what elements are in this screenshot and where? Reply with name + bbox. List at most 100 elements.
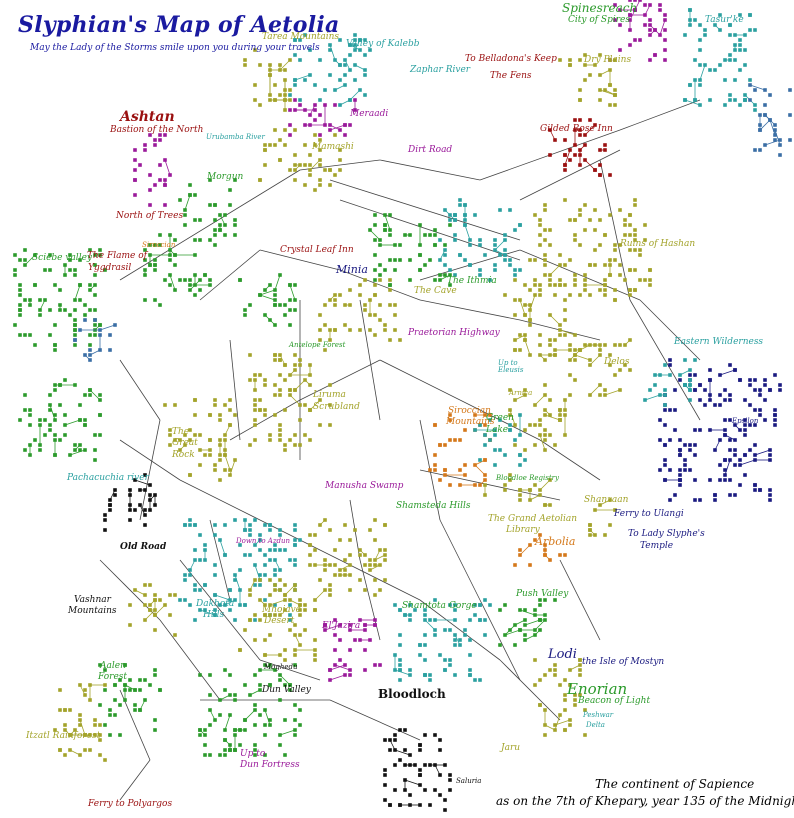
room-node [738,43,742,47]
room-node [448,788,452,792]
room-node [103,668,107,672]
room-node [733,48,737,52]
room-node [13,273,17,277]
label-ferry-to-polyargos: Ferry to Polyargos [88,799,173,809]
room-node [598,148,602,152]
room-node [293,563,297,567]
room-node [363,668,367,672]
label-grand-aetolian-2: Library [506,525,540,535]
room-node [133,158,137,162]
room-node [703,388,707,392]
room-node [293,78,297,82]
room-node [323,568,327,572]
room-node [448,773,452,777]
room-node [703,33,707,37]
room-node [208,453,212,457]
room-node [588,218,592,222]
room-node [693,428,697,432]
room-node [493,433,497,437]
room-node [748,378,752,382]
room-node [483,483,487,487]
room-node [288,598,292,602]
room-node [533,293,537,297]
room-node [183,433,187,437]
room-node [283,593,287,597]
room-node [458,468,462,472]
room-node [293,178,297,182]
room-node [93,448,97,452]
room-node [513,313,517,317]
room-node [398,803,402,807]
room-node [253,408,257,412]
room-node [378,243,382,247]
room-node [298,58,302,62]
room-node [583,288,587,292]
room-node [103,268,107,272]
room-node [293,368,297,372]
room-node [218,443,222,447]
room-node [728,478,732,482]
room-node [333,328,337,332]
room-node [348,538,352,542]
room-node [768,388,772,392]
room-node [663,403,667,407]
room-node [558,683,562,687]
room-node [398,608,402,612]
room-node [598,288,602,292]
room-node [278,423,282,427]
room-node [583,53,587,57]
room-node [513,563,517,567]
room-node [48,308,52,312]
room-node [443,473,447,477]
room-node [188,278,192,282]
room-node [178,278,182,282]
room-node [493,428,497,432]
room-node [293,163,297,167]
room-node [588,73,592,77]
room-node [373,518,377,522]
room-node [528,323,532,327]
room-node [193,413,197,417]
room-node [753,483,757,487]
room-node [683,468,687,472]
room-node [598,163,602,167]
room-node [333,648,337,652]
room-node [423,788,427,792]
room-node [173,288,177,292]
room-node [698,383,702,387]
room-node [383,768,387,772]
room-node [363,38,367,42]
room-node [348,588,352,592]
room-node [243,718,247,722]
room-node [648,268,652,272]
label-mhojave-desert-2: Desert [264,616,295,626]
room-node [568,718,572,722]
room-node [283,718,287,722]
room-node [473,603,477,607]
room-node [318,158,322,162]
room-node [188,518,192,522]
room-node [568,63,572,67]
room-node [598,243,602,247]
label-to-lady-slyphe-2: Temple [640,541,674,551]
room-node [373,563,377,567]
room-node [643,398,647,402]
room-node [138,708,142,712]
room-node [408,793,412,797]
room-node [558,408,562,412]
room-node [323,558,327,562]
room-node [588,118,592,122]
room-node [198,728,202,732]
room-node [778,138,782,142]
room-node [13,268,17,272]
room-node [253,753,257,757]
room-node [553,728,557,732]
label-shamtota-gorge: Shamtota Gorge [402,601,477,611]
room-node [283,108,287,112]
room-node [558,283,562,287]
room-node [133,508,137,512]
room-node [543,548,547,552]
label-shanzaan: Shanzaan [584,495,629,505]
room-node [298,103,302,107]
room-node [253,703,257,707]
